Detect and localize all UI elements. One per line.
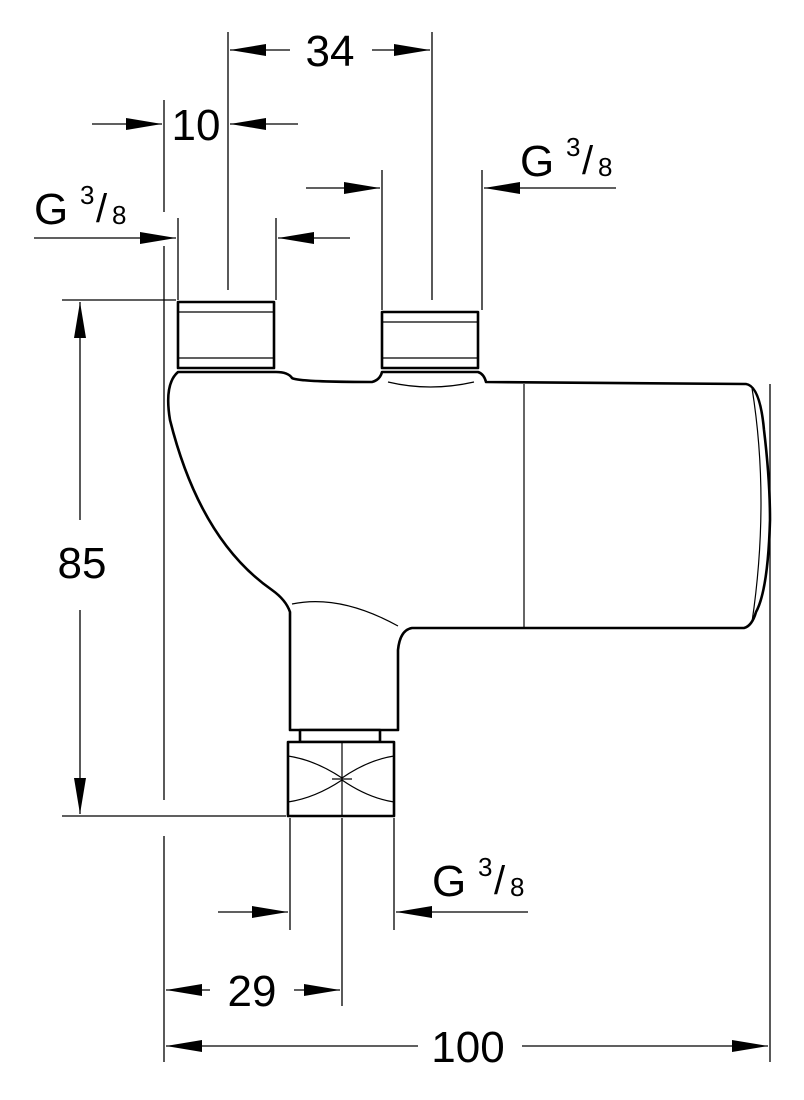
arrow-right-icon bbox=[394, 44, 430, 56]
neck-contour bbox=[291, 601, 399, 627]
arrow-right-icon bbox=[126, 118, 162, 130]
arrow-left-icon bbox=[230, 118, 266, 130]
arrow-left-icon bbox=[166, 1040, 202, 1052]
thread-letter: G bbox=[520, 137, 554, 186]
valve-housing bbox=[166, 370, 772, 732]
dimension-29: 29 bbox=[166, 967, 340, 1016]
arrow-right-icon bbox=[344, 182, 380, 194]
thread-denominator: 8 bbox=[510, 872, 524, 902]
hex-nut-facet bbox=[287, 755, 395, 779]
arrow-left-icon bbox=[278, 232, 314, 244]
left-inlet-connector bbox=[176, 300, 276, 370]
left-inlet-thread-dimension: G 3 / 8 bbox=[34, 180, 350, 244]
thread-slash: / bbox=[494, 859, 506, 903]
dimension-10: 10 bbox=[92, 101, 298, 150]
extension-lines bbox=[62, 32, 771, 1062]
dimension-85: 85 bbox=[58, 302, 107, 814]
arrow-left-icon bbox=[396, 906, 432, 918]
dimension-label-10: 10 bbox=[172, 101, 221, 150]
thread-denominator: 8 bbox=[598, 152, 612, 182]
arrow-right-icon bbox=[304, 984, 340, 996]
thread-numerator: 3 bbox=[566, 132, 580, 162]
arrow-right-icon bbox=[732, 1040, 768, 1052]
arrow-down-icon bbox=[74, 778, 86, 814]
thread-letter: G bbox=[432, 857, 466, 906]
bottom-outlet-thread-dimension: G 3 / 8 bbox=[218, 852, 528, 918]
dimension-34: 34 bbox=[230, 27, 430, 76]
thread-letter: G bbox=[34, 185, 68, 234]
valve-body bbox=[166, 300, 772, 818]
arrow-left-icon bbox=[484, 182, 520, 194]
thread-numerator: 3 bbox=[478, 852, 492, 882]
dimension-label-34: 34 bbox=[306, 27, 355, 76]
dimension-100: 100 bbox=[166, 1023, 768, 1072]
dimension-label-29: 29 bbox=[228, 967, 277, 1016]
thread-slash: / bbox=[582, 139, 594, 183]
arrow-right-icon bbox=[252, 906, 288, 918]
arrow-left-icon bbox=[230, 44, 266, 56]
right-inlet-connector bbox=[380, 310, 480, 370]
cap-contour bbox=[751, 387, 762, 623]
arrow-left-icon bbox=[166, 984, 202, 996]
right-inlet-thread-dimension: G 3 / 8 bbox=[306, 132, 616, 194]
body-contour bbox=[387, 381, 475, 388]
dimension-label-85: 85 bbox=[58, 539, 107, 588]
thread-numerator: 3 bbox=[80, 180, 94, 210]
dimension-label-100: 100 bbox=[431, 1023, 504, 1072]
arrow-up-icon bbox=[74, 302, 86, 338]
outlet-neck bbox=[298, 728, 382, 744]
thread-slash: / bbox=[96, 187, 108, 231]
thread-denominator: 8 bbox=[112, 200, 126, 230]
hex-nut-facet bbox=[287, 779, 395, 803]
arrow-right-icon bbox=[140, 232, 176, 244]
